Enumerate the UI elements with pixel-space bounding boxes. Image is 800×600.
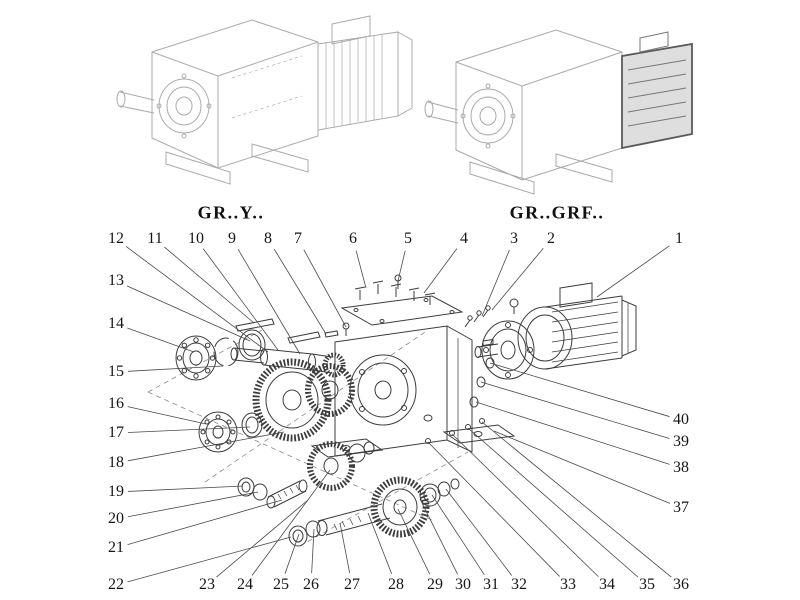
motor xyxy=(464,282,637,408)
leader-line-37 xyxy=(493,430,671,504)
assembled-view-gr-y xyxy=(116,15,413,185)
leader-line-30 xyxy=(419,498,458,575)
part-number-29: 29 xyxy=(425,576,445,593)
leader-line-15 xyxy=(127,365,224,372)
leader-line-10 xyxy=(202,248,279,351)
part-number-15: 15 xyxy=(106,363,126,380)
part-number-5: 5 xyxy=(402,230,414,247)
part-number-4: 4 xyxy=(458,230,470,247)
intermediate-parts xyxy=(237,441,375,509)
leader-lines xyxy=(125,245,672,583)
leader-line-40 xyxy=(489,362,670,417)
part-number-13: 13 xyxy=(106,272,126,289)
leader-line-13 xyxy=(126,285,251,342)
part-number-1: 1 xyxy=(673,230,685,247)
part-number-38: 38 xyxy=(671,459,691,476)
part-number-6: 6 xyxy=(347,230,359,247)
leader-line-3 xyxy=(481,249,510,317)
compact-motor-block xyxy=(621,42,693,150)
assembled-view-gr-grf xyxy=(424,29,693,195)
part-number-36: 36 xyxy=(671,576,691,593)
leader-line-18 xyxy=(127,431,285,462)
part-number-35: 35 xyxy=(637,576,657,593)
part-number-7: 7 xyxy=(292,230,304,247)
leader-line-19 xyxy=(127,485,244,492)
part-number-17: 17 xyxy=(106,424,126,441)
top-cover-and-bolts xyxy=(340,274,464,326)
part-number-16: 16 xyxy=(106,395,126,412)
leader-line-33 xyxy=(427,441,560,577)
leader-line-35 xyxy=(467,427,639,578)
part-number-8: 8 xyxy=(262,230,274,247)
part-number-28: 28 xyxy=(386,576,406,593)
leader-line-26 xyxy=(311,528,315,574)
leader-line-1 xyxy=(596,245,670,298)
leader-line-39 xyxy=(480,381,670,439)
leader-line-2 xyxy=(491,247,544,311)
leader-line-21 xyxy=(127,499,283,546)
leader-line-24 xyxy=(251,469,331,576)
leader-line-36 xyxy=(481,421,672,578)
leader-line-38 xyxy=(475,401,670,465)
part-number-23: 23 xyxy=(197,576,217,593)
part-number-9: 9 xyxy=(226,230,238,247)
part-number-2: 2 xyxy=(545,230,557,247)
part-number-37: 37 xyxy=(671,499,691,516)
leader-line-20 xyxy=(127,491,259,518)
leader-line-6 xyxy=(355,250,367,289)
part-number-25: 25 xyxy=(271,576,291,593)
part-number-14: 14 xyxy=(106,315,126,332)
leader-line-7 xyxy=(303,249,347,328)
leader-line-5 xyxy=(397,250,406,282)
leader-line-14 xyxy=(127,327,195,353)
leader-line-11 xyxy=(163,246,255,324)
part-number-21: 21 xyxy=(106,539,126,556)
leader-line-9 xyxy=(237,249,301,355)
part-number-18: 18 xyxy=(106,454,126,471)
leader-line-16 xyxy=(127,406,207,425)
output-shaft xyxy=(288,476,460,547)
leader-line-4 xyxy=(423,248,458,294)
leader-line-28 xyxy=(367,512,393,574)
part-number-39: 39 xyxy=(671,433,691,450)
part-number-3: 3 xyxy=(508,230,520,247)
leader-line-27 xyxy=(339,522,351,574)
leader-line-8 xyxy=(273,249,327,335)
part-number-40: 40 xyxy=(671,411,691,428)
part-number-11: 11 xyxy=(145,230,165,247)
part-number-33: 33 xyxy=(558,576,578,593)
leader-line-32 xyxy=(445,488,513,576)
part-number-27: 27 xyxy=(342,576,362,593)
seals-and-bearings xyxy=(175,329,266,453)
exploded-view xyxy=(147,274,637,547)
part-number-20: 20 xyxy=(106,510,126,527)
leader-line-12 xyxy=(125,245,269,353)
leader-line-22 xyxy=(127,536,292,583)
leader-line-31 xyxy=(431,494,485,576)
part-number-34: 34 xyxy=(597,576,617,593)
part-number-31: 31 xyxy=(481,576,501,593)
leader-line-34 xyxy=(451,433,599,577)
part-number-10: 10 xyxy=(186,230,206,247)
part-number-22: 22 xyxy=(106,576,126,593)
part-number-32: 32 xyxy=(509,576,529,593)
model-label-gr-y: GR..Y.. xyxy=(197,202,265,223)
input-shaft xyxy=(230,318,346,378)
gear-housing xyxy=(310,322,516,458)
leader-line-25 xyxy=(284,533,300,574)
leader-line-17 xyxy=(127,426,251,433)
part-number-19: 19 xyxy=(106,483,126,500)
part-number-30: 30 xyxy=(453,576,473,593)
alignment-lines xyxy=(147,329,469,547)
leader-line-29 xyxy=(397,508,431,575)
part-number-12: 12 xyxy=(106,230,126,247)
part-number-24: 24 xyxy=(235,576,255,593)
model-label-gr-grf: GR..GRF.. xyxy=(509,202,605,223)
gear-cluster xyxy=(252,358,355,442)
part-number-26: 26 xyxy=(301,576,321,593)
leader-line-23 xyxy=(215,499,309,578)
